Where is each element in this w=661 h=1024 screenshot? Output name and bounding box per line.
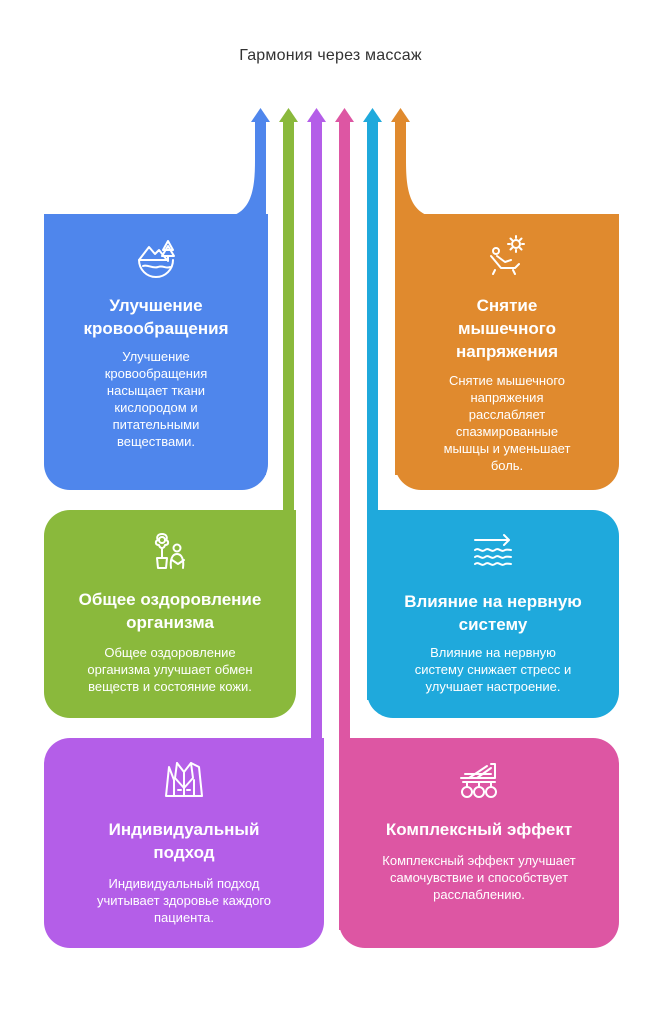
card-individual: Индивидуальный подход Индивидуальный под… <box>44 738 324 948</box>
relaxing-sun-icon <box>490 235 525 275</box>
waves-arrow-icon <box>474 534 512 566</box>
cyan-arrowhead <box>363 108 382 122</box>
purple-strip <box>311 118 322 930</box>
landscape-globe-icon <box>138 240 175 278</box>
card-health: Общее оздоровление организма Общее оздор… <box>44 510 296 718</box>
card-nervous-title-line: систему <box>458 615 528 634</box>
card-muscle-desc-line: спазмированные <box>455 424 559 439</box>
card-complex-desc-line: Комплексный эффект улучшает <box>382 853 576 868</box>
card-circulation-desc-line: питательными <box>112 417 200 432</box>
card-muscle: Снятие мышечного напряжения Снятие мышеч… <box>395 214 619 490</box>
card-muscle-desc-line: боль. <box>490 458 524 473</box>
card-circulation-desc-line: Улучшение <box>122 349 190 364</box>
card-health-title-line: Общее оздоровление <box>78 590 262 609</box>
card-circulation-desc-line: насыщает ткани <box>106 383 206 398</box>
card-nervous-desc-line: улучшает настроение. <box>425 679 561 694</box>
card-individual-desc-line: пациента. <box>153 910 215 925</box>
card-muscle-desc-line: Снятие мышечного <box>448 373 566 388</box>
card-complex-desc-line: расслаблению. <box>433 887 525 902</box>
card-health-desc-line: организма улучшает обмен <box>87 662 253 677</box>
green-arrowhead <box>279 108 298 122</box>
card-health-desc-line: веществ и состояние кожи. <box>88 679 252 694</box>
card-nervous-title-line: Влияние на нервную <box>404 592 582 611</box>
card-complex: Комплексный эффект Комплексный эффект ул… <box>339 738 619 948</box>
pink-arrowhead <box>335 108 354 122</box>
card-circulation-title-line: кровообращения <box>83 319 229 338</box>
massage-roller-icon <box>460 763 497 798</box>
diagram-title: Гармония через массаж <box>239 47 422 64</box>
card-individual-desc-line: Индивидуальный подход <box>108 876 260 891</box>
card-circulation-desc-line: веществами. <box>116 434 196 449</box>
card-muscle-title-line: мышечного <box>457 319 557 338</box>
card-individual-title-line: подход <box>153 843 215 862</box>
orange-arrowhead <box>391 108 410 122</box>
card-nervous-desc-line: систему снижает стресс и <box>414 662 572 677</box>
card-individual-title-line: Индивидуальный <box>108 820 260 839</box>
card-complex-title-line: Комплексный эффект <box>385 820 573 839</box>
card-muscle-desc-line: напряжения <box>470 390 544 405</box>
card-muscle-desc-line: мышцы и уменьшает <box>443 441 571 456</box>
card-circulation: Улучшение кровообращения Улучшение крово… <box>44 214 268 490</box>
card-circulation-desc-line: кислородом и <box>114 400 198 415</box>
purple-arrowhead <box>307 108 326 122</box>
card-individual-desc-line: учитывает здоровье каждого <box>96 893 272 908</box>
card-circulation-desc-line: кровообращения <box>104 366 208 381</box>
card-health-title-line: организма <box>126 613 214 632</box>
card-muscle-title-line: Снятие <box>476 296 538 315</box>
card-nervous-desc-line: Влияние на нервную <box>430 645 556 660</box>
card-complex-desc-line: самочувствие и способствует <box>389 870 569 885</box>
blue-arrowhead <box>251 108 270 122</box>
card-muscle-title-line: напряжения <box>456 342 558 361</box>
card-health-desc-line: Общее оздоровление <box>104 645 236 660</box>
flower-person-icon <box>154 533 185 569</box>
card-nervous: Влияние на нервную систему Влияние на не… <box>367 510 619 718</box>
pink-strip <box>339 118 350 930</box>
jacket-icon <box>165 762 203 797</box>
card-circulation-title-line: Улучшение <box>109 296 203 315</box>
card-muscle-desc-line: расслабляет <box>468 407 546 422</box>
